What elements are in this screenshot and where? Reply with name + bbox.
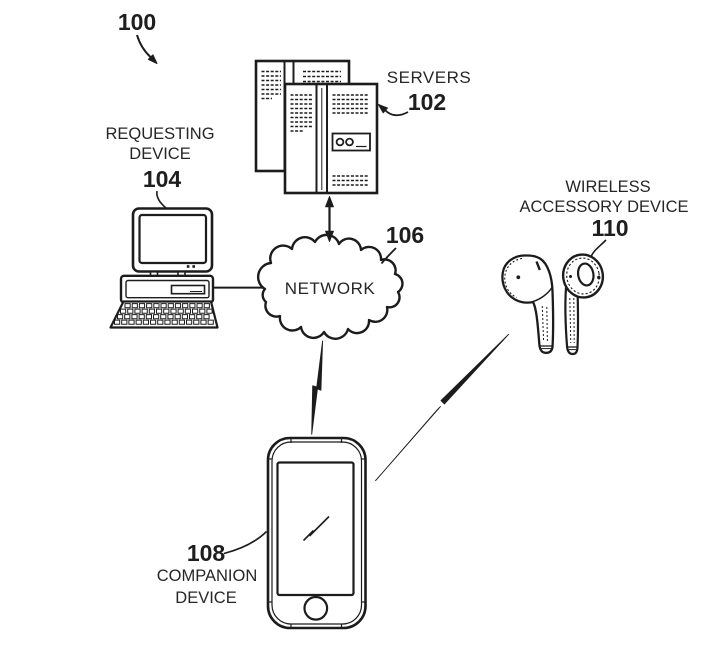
- companion-device-icon: [266, 436, 367, 630]
- requesting-device-pointer: [156, 190, 167, 209]
- network-cloud: NETWORK: [256, 233, 404, 340]
- phone-accessory-lightning: [375, 333, 510, 482]
- network-label-text: NETWORK: [285, 279, 376, 298]
- left-earbud: [501, 254, 555, 354]
- accessory-line1: WIRELESS: [565, 178, 650, 196]
- monitor: [131, 207, 214, 273]
- figure-ref-number: 100: [118, 9, 156, 35]
- requesting-device-line1: REQUESTING: [105, 125, 214, 143]
- accessory-line2: ACCESSORY DEVICE: [519, 198, 688, 216]
- servers-label-text: SERVERS: [387, 68, 471, 87]
- companion-device-label: 108 COMPANION DEVICE: [157, 530, 268, 607]
- requesting-device-label: REQUESTING DEVICE 104: [105, 125, 215, 209]
- companion-ref-number: 108: [187, 540, 226, 566]
- computer-case: [119, 274, 215, 304]
- figure-ref: 100: [118, 9, 158, 64]
- screen-reflection: [308, 515, 330, 537]
- left-earbud-mic-dot: [516, 275, 521, 280]
- cloud-phone-lightning: [311, 340, 324, 435]
- servers-ref-number: 102: [408, 89, 446, 115]
- companion-line1: COMPANION: [157, 567, 258, 585]
- requesting-device-icon: [109, 207, 219, 329]
- wireless-accessory-label: WIRELESS ACCESSORY DEVICE 110: [519, 178, 689, 258]
- network-label: 106: [380, 222, 424, 265]
- server-drive-panel: [331, 132, 371, 152]
- servers-ref-arrowhead: [378, 104, 388, 114]
- companion-ref-pointer: [223, 530, 268, 555]
- floppy-slot: [170, 284, 206, 295]
- requesting-device-line2: DEVICE: [129, 145, 190, 163]
- requesting-device-ref-number: 104: [143, 166, 182, 192]
- servers-icon: [254, 59, 379, 195]
- accessory-ref-pointer: [590, 239, 607, 258]
- server-cloud-arrow: [325, 196, 334, 242]
- wireless-accessory-icon: [501, 253, 605, 356]
- phone-screen: [276, 461, 355, 597]
- servers-label: SERVERS 102: [378, 68, 471, 117]
- right-earbud-speaker-opening: [576, 262, 595, 287]
- home-button: [303, 595, 329, 621]
- monitor-screen: [138, 213, 208, 265]
- accessory-ref-number: 110: [591, 215, 628, 241]
- network-ref-pointer: [380, 247, 397, 265]
- phone-body: [266, 436, 367, 630]
- network-ref-number: 106: [386, 222, 424, 248]
- figure-ref-arrowhead: [147, 54, 158, 64]
- companion-line2: DEVICE: [175, 589, 236, 607]
